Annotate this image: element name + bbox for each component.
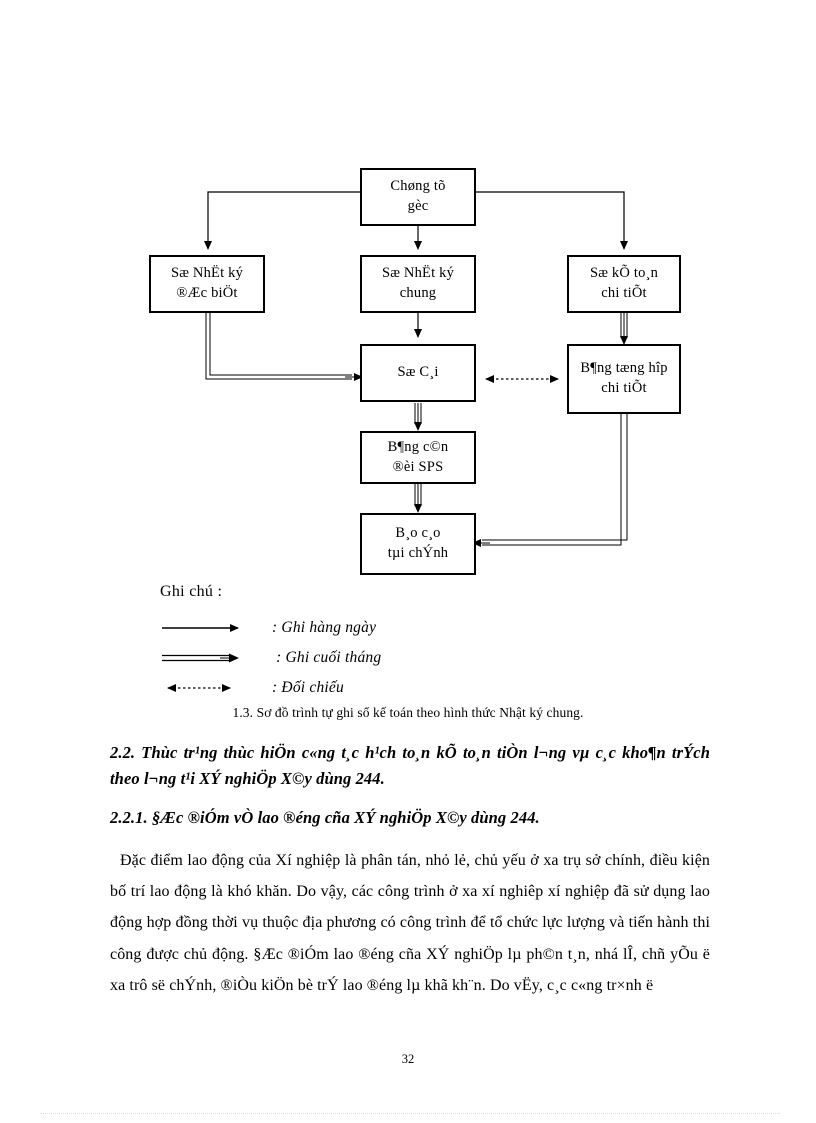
node-line-2: chi tiÕt [601,285,647,301]
flow-node-so-nhat-ky-chung: Sæ NhËt ký chung [360,255,476,313]
node-line-2: chi tiÕt [601,380,647,396]
flowchart-connectors [204,191,628,547]
flow-node-bang-can-doi-sps: B¶ng c©n ®èi SPS [360,431,476,484]
node-line-1: Sæ NhËt ký [381,265,455,282]
node-line-1: B¶ng c©n [387,438,449,455]
node-line-1: Sæ C¸i [397,364,439,381]
legend: Ghi chú : : Ghi hàng ngày [160,583,580,703]
legend-title: Ghi chú : [160,583,223,600]
accounting-flowchart: Chøng tõ gèc Sæ NhËt ký ®Æc biÖt Sæ NhËt… [149,168,681,575]
double-arrow-icon [160,647,272,669]
node-line-1: Sæ kÕ to¸n [589,265,659,282]
node-line-1: Chøng tõ [390,178,446,195]
flow-node-so-ke-toan-chi-tiet: Sæ kÕ to¸n chi tiÕt [567,255,681,313]
node-line-2: chung [399,285,437,301]
body-paragraph: Đặc điểm lao động của Xí nghiệp là phân … [110,852,710,994]
page-number: 32 [401,1052,415,1066]
node-line-2: ®èi SPS [392,458,444,475]
node-line-2: gèc [407,198,429,214]
section-heading-2-2-1: 2.2.1. §Æc ®iÓm vÒ lao ®éng cña XÝ nghiÖ… [110,808,540,827]
node-line-1: B¸o c¸o [395,525,441,542]
legend-label-reconcile: : Đối chiếu [272,679,344,696]
page-bottom-rule [40,1113,780,1115]
flow-node-so-cai: Sæ C¸i [360,344,476,402]
node-line-1: B¶ng tæng hîp [580,360,668,377]
flow-node-so-nhat-ky-dac-biet: Sæ NhËt ký ®Æc biÖt [149,255,265,313]
node-line-2: ®Æc biÖt [176,285,238,301]
dotted-double-arrow-icon [160,677,272,699]
legend-item-month-end: : Ghi cuối tháng [160,643,580,673]
node-line-2: tµi chÝnh [387,545,449,561]
legend-item-reconcile: : Đối chiếu [160,673,580,703]
flow-node-bang-tong-hop-chi-tiet: B¶ng tæng hîp chi tiÕt [567,344,681,414]
legend-label-daily: : Ghi hàng ngày [272,619,377,636]
flow-node-bao-cao-tai-chinh: B¸o c¸o tµi chÝnh [360,513,476,575]
legend-label-month-end: : Ghi cuối tháng [272,649,382,666]
legend-item-daily: : Ghi hàng ngày [160,613,580,643]
node-line-1: Sæ NhËt ký [170,265,244,282]
single-arrow-icon [160,617,272,639]
figure-caption: 1.3. Sơ đồ trình tự ghi sổ kế toán theo … [232,705,584,720]
section-heading-2-2: 2.2. Thùc tr¹ng thùc hiÖn c«ng t¸c h¹ch … [110,743,710,788]
flow-node-chung-tu-goc: Chøng tõ gèc [360,168,476,226]
